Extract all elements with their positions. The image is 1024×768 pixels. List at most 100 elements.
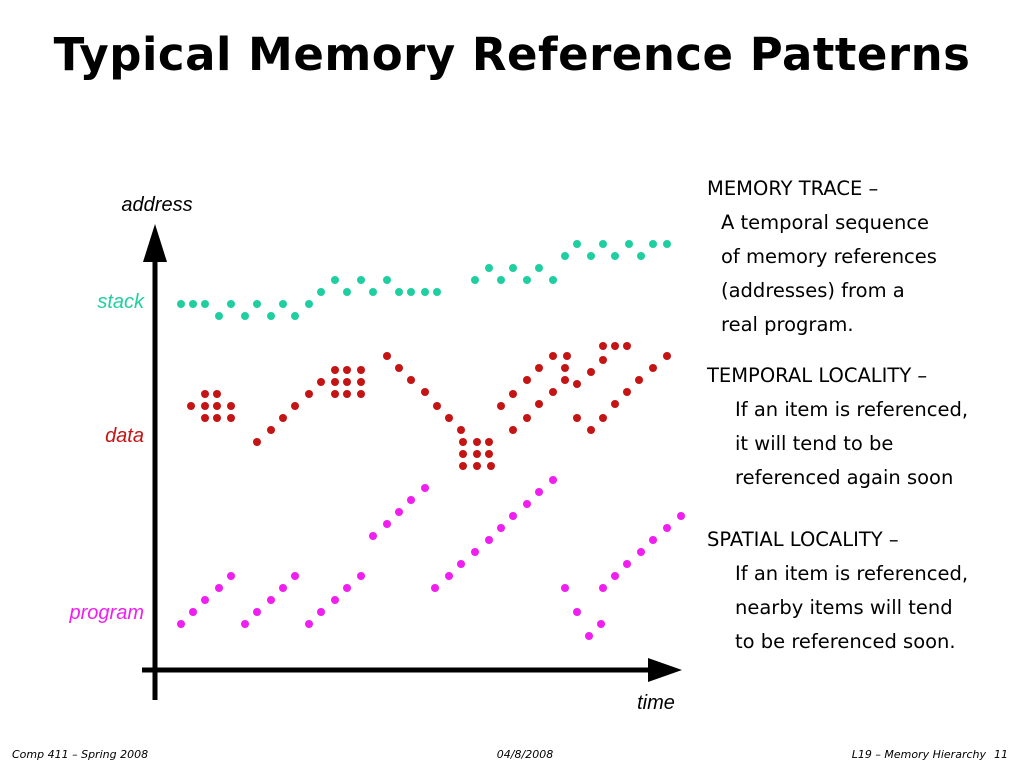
program-point [343, 584, 351, 592]
data-point [305, 390, 313, 398]
data-point [459, 450, 467, 458]
stack-point [421, 288, 429, 296]
footer-lecture-title: L19 – Memory Hierarchy [851, 748, 986, 761]
data-point [509, 390, 517, 398]
program-point [677, 512, 685, 520]
data-point [445, 414, 453, 422]
stack-point [279, 300, 287, 308]
memory-trace-line: (addresses) from a [721, 279, 905, 302]
data-point [573, 380, 581, 388]
memory-trace-line: A temporal sequence [721, 211, 930, 234]
program-point [227, 572, 235, 580]
data-point [267, 426, 275, 434]
series-stack [177, 240, 671, 320]
slide-title: Typical Memory Reference Patterns [53, 28, 971, 81]
stack-point [317, 288, 325, 296]
data-point [599, 342, 607, 350]
stack-point [599, 240, 607, 248]
program-point [637, 548, 645, 556]
stack-point [573, 240, 581, 248]
data-point [573, 414, 581, 422]
stack-point [227, 300, 235, 308]
program-point [509, 512, 517, 520]
memory-trace-definition: MEMORY TRACE – A temporal sequence of me… [707, 172, 937, 342]
stack-point [343, 288, 351, 296]
memory-trace-line: real program. [721, 313, 854, 336]
spatial-locality-definition: SPATIAL LOCALITY – If an item is referen… [707, 523, 968, 659]
data-point [587, 368, 595, 376]
stack-point [189, 300, 197, 308]
data-point [497, 402, 505, 410]
data-point [549, 388, 557, 396]
data-points [177, 240, 685, 640]
data-point [343, 378, 351, 386]
data-point [485, 450, 493, 458]
data-point [473, 438, 481, 446]
stack-point [561, 252, 569, 260]
data-point [459, 462, 467, 470]
stack-point [649, 240, 657, 248]
program-point [523, 500, 531, 508]
memory-trace-heading: MEMORY TRACE – [707, 177, 879, 200]
stack-point [611, 252, 619, 260]
temporal-locality-definition: TEMPORAL LOCALITY – If an item is refere… [707, 359, 968, 495]
stack-point [587, 252, 595, 260]
stack-point [549, 276, 557, 284]
data-point [473, 462, 481, 470]
spatial-locality-line: to be referenced soon. [735, 630, 956, 653]
data-point [649, 364, 657, 372]
stack-point [523, 276, 531, 284]
program-point [471, 548, 479, 556]
stack-point [177, 300, 185, 308]
x-axis-arrowhead [648, 658, 682, 682]
y-axis-arrowhead [143, 224, 167, 262]
program-point [267, 596, 275, 604]
program-point [561, 584, 569, 592]
program-point [241, 620, 249, 628]
temporal-locality-line: referenced again soon [735, 466, 954, 489]
data-point [343, 366, 351, 374]
stack-point [535, 264, 543, 272]
program-point [497, 524, 505, 532]
program-point [599, 584, 607, 592]
program-point [457, 560, 465, 568]
data-point [561, 364, 569, 372]
stack-point [267, 312, 275, 320]
data-point [331, 378, 339, 386]
data-point [509, 426, 517, 434]
stack-point [305, 300, 313, 308]
stack-point [291, 312, 299, 320]
stack-point [241, 312, 249, 320]
data-point [473, 450, 481, 458]
program-point [215, 584, 223, 592]
data-point [407, 376, 415, 384]
stack-point [215, 312, 223, 320]
program-point [407, 496, 415, 504]
data-point [549, 352, 557, 360]
program-point [421, 484, 429, 492]
program-point [357, 572, 365, 580]
spatial-locality-line: nearby items will tend [735, 596, 953, 619]
data-point [227, 402, 235, 410]
temporal-locality-line: it will tend to be [735, 432, 894, 455]
series-label-data: data [105, 425, 144, 447]
stack-point [383, 276, 391, 284]
data-point [623, 342, 631, 350]
data-point [535, 364, 543, 372]
data-point [635, 376, 643, 384]
data-point [599, 414, 607, 422]
data-point [357, 378, 365, 386]
data-point [357, 366, 365, 374]
data-point [201, 402, 209, 410]
data-point [623, 388, 631, 396]
temporal-locality-line: If an item is referenced, [735, 398, 969, 421]
stack-point [357, 276, 365, 284]
program-point [395, 508, 403, 516]
data-point [383, 352, 391, 360]
program-point [549, 476, 557, 484]
stack-point [407, 288, 415, 296]
series-program [177, 476, 685, 640]
stack-point [663, 240, 671, 248]
data-point [253, 438, 261, 446]
